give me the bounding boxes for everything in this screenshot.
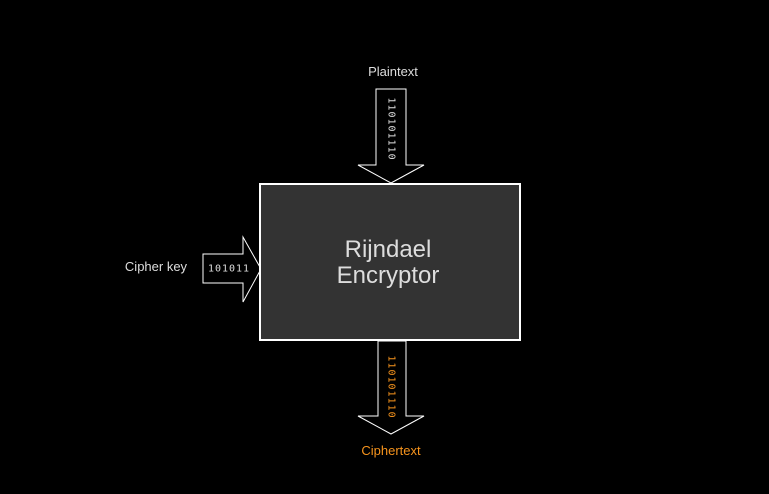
encryptor-title-line2: Encryptor [337,262,440,289]
encryptor-box [259,183,521,341]
plaintext-bits: 110101110 [386,97,397,160]
ciphertext-arrow [357,340,425,435]
plaintext-arrow [357,88,425,184]
cipher-key-arrow [202,235,262,303]
encryptor-title-line1: Rijndael [345,236,432,263]
ciphertext-label: Ciphertext [361,443,421,458]
plaintext-label: Plaintext [368,64,418,79]
ciphertext-bits: 110101110 [386,355,397,418]
cipher-key-bits: 101011 [208,264,250,275]
cipher-key-label: Cipher key [125,259,188,274]
